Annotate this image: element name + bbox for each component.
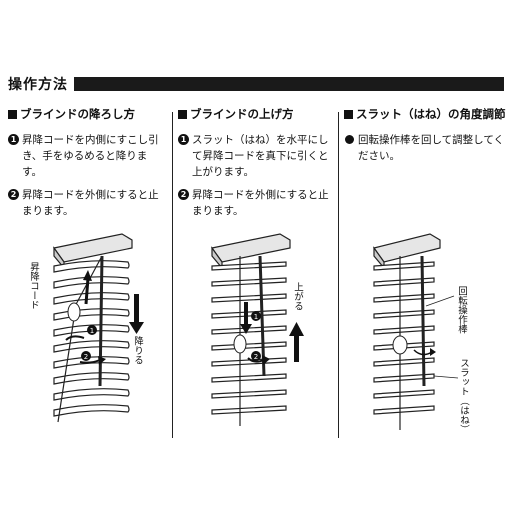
square-bullet-icon: [8, 109, 17, 119]
svg-text:2: 2: [254, 353, 258, 361]
step-number-icon: 1: [8, 134, 19, 145]
cord-label: 昇降コード: [28, 262, 39, 310]
step-marker-icon: [81, 351, 91, 361]
rod-label: 回転操作棒: [456, 286, 467, 334]
up-label: 上がる: [292, 282, 303, 311]
svg-text:1: 1: [254, 313, 258, 321]
down-label: 降りる: [132, 336, 143, 365]
raising-illustration: 1 2 上がる: [196, 226, 336, 440]
cord-weight-icon: [392, 335, 408, 355]
step-item: 1 スラット（はね）を水平にして昇降コードを真下に引くと上がります。: [178, 132, 336, 180]
page-title: 操作方法: [8, 77, 68, 93]
blind-diagram: 1 2: [52, 233, 144, 423]
step-item: 回転操作棒を回して調整してください。: [344, 132, 508, 164]
section-title: ブラインドの降ろし方: [8, 106, 166, 122]
cord-weight-icon: [233, 334, 247, 354]
step-marker-icon: [251, 311, 261, 321]
down-arrow-icon: [129, 322, 144, 334]
step-text: 回転操作棒を回して調整してください。: [358, 134, 505, 162]
section-title: スラット（はね）の角度調節: [344, 106, 508, 122]
square-bullet-icon: [178, 109, 187, 119]
step-text: 昇降コードを内側にすこし引き、手をゆるめると降ります。: [22, 134, 159, 178]
step-text: スラット（はね）を水平にして昇降コードを真下に引くと上がります。: [192, 134, 329, 178]
slat-angle-illustration: 回転操作棒 スラット（はね）: [362, 226, 502, 440]
rotate-arrow-icon: [430, 348, 436, 356]
step-text: 昇降コードを外側にすると止まります。: [22, 189, 159, 217]
bullet-icon: [345, 135, 354, 144]
column-divider: [172, 112, 173, 438]
svg-text:2: 2: [84, 353, 88, 361]
step-number-icon: 2: [8, 189, 19, 200]
column-divider: [338, 112, 339, 438]
step-item: 2 昇降コードを外側にすると止まります。: [178, 187, 336, 219]
blind-diagram: [372, 233, 459, 430]
step-text: 昇降コードを外側にすると止まります。: [192, 189, 329, 217]
blind-diagram: 1 2: [210, 233, 304, 426]
svg-text:1: 1: [90, 327, 94, 335]
header-bar: [74, 77, 504, 91]
step-marker-icon: [87, 325, 97, 335]
cord-weight-icon: [67, 302, 81, 322]
step-number-icon: 2: [178, 189, 189, 200]
slat-label: スラット（はね）: [458, 358, 469, 434]
section-header: 操作方法: [8, 72, 504, 96]
up-arrow-icon: [289, 322, 304, 336]
slat-angle-section: スラット（はね）の角度調節 回転操作棒を回して調整してください。: [344, 106, 508, 171]
step-marker-icon: [251, 351, 261, 361]
step-item: 2 昇降コードを外側にすると止まります。: [8, 187, 166, 219]
raising-section: ブラインドの上げ方 1 スラット（はね）を水平にして昇降コードを真下に引くと上が…: [178, 106, 336, 226]
lowering-section: ブラインドの降ろし方 1 昇降コードを内側にすこし引き、手をゆるめると降ります。…: [8, 106, 166, 226]
square-bullet-icon: [344, 109, 353, 119]
section-title: ブラインドの上げ方: [178, 106, 336, 122]
step-item: 1 昇降コードを内側にすこし引き、手をゆるめると降ります。: [8, 132, 166, 180]
step-number-icon: 1: [178, 134, 189, 145]
lowering-illustration: 1 2 昇降コード 降りる: [22, 226, 162, 440]
